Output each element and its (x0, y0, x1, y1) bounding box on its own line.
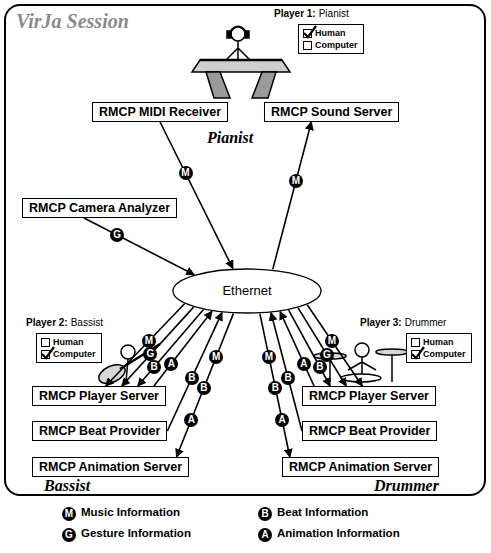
network-arrow (260, 314, 290, 457)
checkbox-panel: HumanComputer (36, 333, 102, 363)
player-name: Drummer (374, 477, 439, 495)
checkbox (303, 41, 312, 50)
box-label: RMCP Beat Provider (39, 423, 160, 439)
process-box: RMCP Player Server (302, 386, 436, 406)
player-label: Player 3: (360, 317, 402, 328)
checkbox-row: Computer (303, 39, 358, 51)
player-label: Player 2: (26, 317, 68, 328)
edge-badge: M (142, 334, 156, 348)
checkbox-label: Computer (53, 349, 96, 359)
network-arrow (273, 122, 312, 269)
checkbox-panel: HumanComputer (406, 333, 472, 363)
checkbox-panel: HumanComputer (298, 24, 364, 54)
edge-badge: M (262, 350, 276, 364)
network-arrow (298, 308, 346, 386)
network-arrow (154, 311, 212, 386)
drummer-figure (314, 343, 408, 382)
network-arrow (84, 218, 194, 275)
checkbox (411, 338, 420, 347)
edge-badge: M (179, 166, 193, 180)
checkbox-label: Human (53, 337, 84, 347)
checkbox (303, 29, 312, 38)
edge-badge: A (164, 357, 178, 371)
edge-badge: A (275, 413, 289, 427)
checkbox-label: Computer (315, 40, 358, 50)
edge-badge: B (147, 360, 161, 374)
edge-badge: B (185, 371, 199, 385)
edge-badge: M (325, 334, 339, 348)
edge-badge: G (110, 228, 124, 242)
box-label: RMCP Player Server (39, 388, 159, 404)
network-arrow (177, 314, 234, 457)
player-name: Bassist (44, 477, 90, 495)
process-box: RMCP Player Server (32, 386, 166, 406)
edge-badge: B (313, 360, 327, 374)
edge-badge: B (281, 371, 295, 385)
pianist-figure (192, 27, 290, 99)
legend-badge: B (258, 507, 272, 521)
checkbox (411, 350, 420, 359)
process-box: RMCP Beat Provider (302, 421, 437, 441)
checkbox-label: Computer (423, 349, 466, 359)
box-label: RMCP Animation Server (39, 459, 182, 475)
network-arrow (307, 305, 362, 386)
network-ellipse: Ethernet (172, 268, 322, 314)
checkbox (41, 338, 50, 347)
player-label: Pianist (319, 8, 349, 19)
check-mark (411, 346, 425, 360)
process-box: RMCP Animation Server (32, 457, 189, 477)
network-arrow (138, 310, 203, 386)
network-arrow (160, 122, 233, 268)
check-mark (41, 346, 55, 360)
network-arrow (271, 313, 302, 431)
checkbox-row: Human (303, 27, 358, 39)
checkbox (41, 350, 50, 359)
box-label: RMCP Camera Analyzer (29, 200, 170, 216)
process-box: RMCP Beat Provider (32, 421, 167, 441)
legend-text: Gesture Information (81, 527, 191, 539)
checkbox-label: Human (315, 28, 346, 38)
player-label: Drummer (405, 317, 447, 328)
legend-text: Music Information (81, 506, 180, 518)
player-name: Pianist (207, 129, 253, 147)
edge-badge: B (268, 381, 282, 395)
checkbox-row: Computer (41, 348, 96, 360)
player-label: Bassist (71, 317, 103, 328)
edge-badge: M (289, 174, 303, 188)
network-arrow (280, 312, 314, 386)
box-label: RMCP Beat Provider (309, 423, 430, 439)
checkbox-label: Human (423, 337, 454, 347)
legend-text: Animation Information (277, 527, 400, 539)
network-arrow (122, 307, 194, 386)
player-circle: Pianist (177, 16, 309, 154)
checkbox-row: Computer (411, 348, 466, 360)
session-frame: VirJa SessionPianistHumanComputerRMCP MI… (4, 4, 486, 496)
edge-badge: A (297, 357, 311, 371)
network-arrow (167, 313, 222, 431)
check-mark (303, 25, 317, 39)
process-box: RMCP Sound Server (264, 102, 399, 122)
process-box: RMCP Animation Server (282, 457, 439, 477)
legend-badge: A (258, 528, 272, 542)
box-label: RMCP Animation Server (289, 459, 432, 475)
session-title: VirJa Session (16, 10, 129, 33)
process-box: RMCP Camera Analyzer (22, 198, 177, 218)
box-label: RMCP Sound Server (271, 104, 392, 120)
edge-badge: B (197, 381, 211, 395)
legend-text: Beat Information (277, 506, 368, 518)
network-label: Ethernet (172, 268, 322, 299)
box-label: RMCP MIDI Receiver (99, 104, 221, 120)
checkbox-row: Human (41, 336, 96, 348)
legend-badge: M (62, 507, 76, 521)
player-label: Player 1: (274, 8, 316, 19)
legend-badge: G (62, 528, 76, 542)
edge-badge: A (184, 413, 198, 427)
process-box: RMCP MIDI Receiver (92, 102, 228, 122)
box-label: RMCP Player Server (309, 388, 429, 404)
edge-badge: M (209, 350, 223, 364)
checkbox-row: Human (411, 336, 466, 348)
